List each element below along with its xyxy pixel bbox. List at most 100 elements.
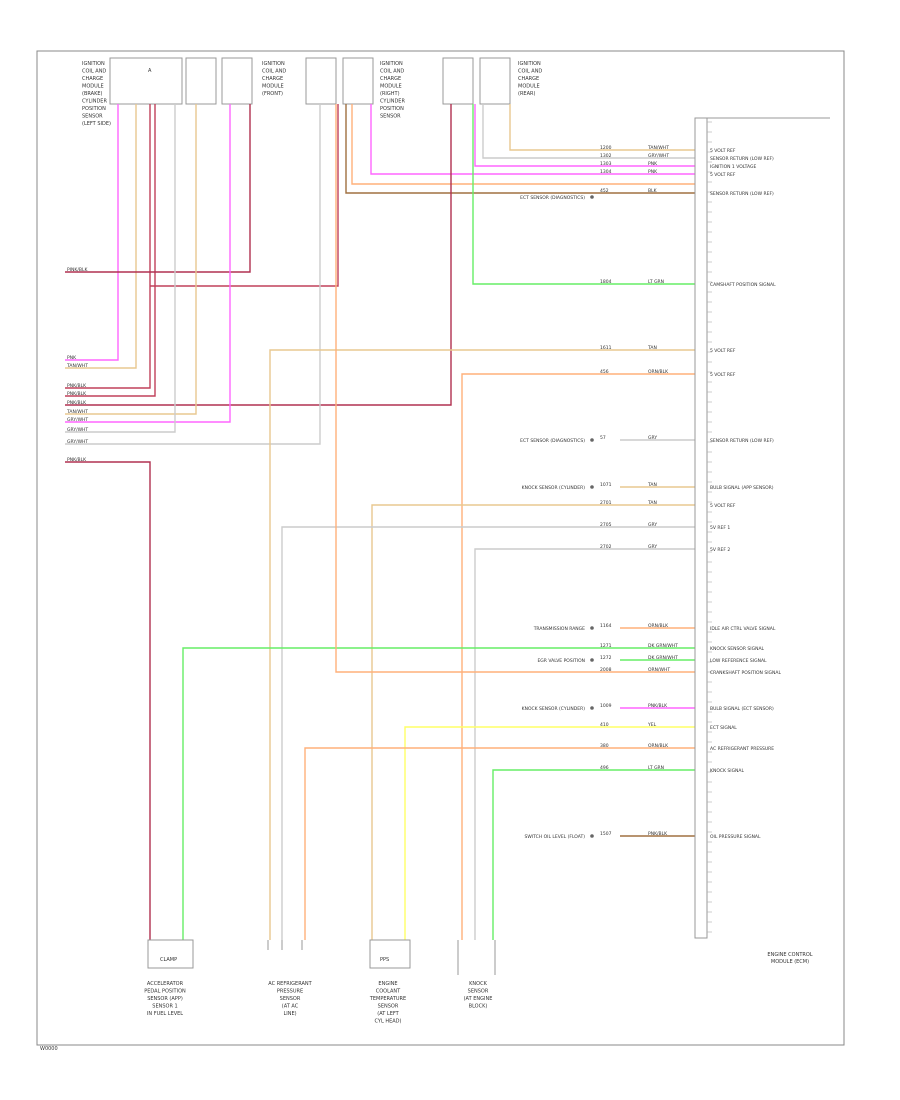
top-component-label-line: (LEFT SIDE): [82, 121, 111, 127]
wire: [472, 104, 695, 285]
left-splice-label: TAN/WHT: [66, 409, 88, 415]
wire-description: SENSOR RETURN (LOW REF): [710, 156, 774, 162]
wire-color-label: GRY/WHT: [648, 153, 669, 159]
wire-circuit-code: 1009: [600, 703, 612, 709]
wire-color-label: LT GRN: [648, 279, 664, 285]
wire: [281, 526, 695, 940]
top-component-c4: [442, 57, 511, 105]
wire-layer: [65, 104, 695, 940]
bottom-component-b1: CLAMP: [147, 939, 194, 969]
splice-dot: [590, 438, 594, 442]
wire-color-label: ORN/WHT: [648, 667, 670, 673]
component-pin-label: A: [148, 68, 152, 74]
top-component-label-line: MODULE: [262, 84, 284, 90]
bottom-component-label-line: SENSOR: [280, 996, 301, 1002]
diagram-frame: [36, 50, 845, 1046]
wire-circuit-code: 1200: [600, 145, 612, 151]
wire-description: BULB SIGNAL (APP SENSOR): [710, 485, 774, 491]
bottom-component-label-line: BLOCK): [469, 1004, 488, 1010]
wire-color-label: ORN/BLK: [648, 743, 669, 749]
bottom-component-label-line: PRESSURE: [277, 989, 303, 995]
splice-note: ECT SENSOR (DIAGNOSTICS): [520, 438, 585, 444]
wire-description: ECT SIGNAL: [710, 725, 737, 731]
wire: [482, 104, 695, 159]
wire-description: 5 VOLT REF: [710, 372, 736, 378]
top-component-c3: [305, 57, 374, 105]
top-component-label-line: CHARGE: [262, 76, 283, 82]
bottom-component-label-line: (AT ENGINE: [464, 996, 493, 1002]
left-splice-label: PNK/BLK: [67, 383, 87, 389]
top-component-label-line: MODULE: [380, 84, 402, 90]
splice-dot: [590, 658, 594, 662]
top-component-label-line: IGNITION: [380, 61, 403, 67]
top-component-label-line: (BRAKE): [82, 91, 103, 97]
bottom-component-label-line: SENSOR: [468, 989, 489, 995]
top-component-label-line: POSITION: [380, 106, 404, 112]
wire: [65, 104, 137, 369]
wire-color-label: YEL: [647, 722, 657, 728]
right-wire-labels: 1200 TAN/WHT 5 VOLT REF 1302 GRY/WHT SENSOR R…: [600, 145, 781, 840]
wire: [335, 104, 695, 673]
splice-note: KNOCK SENSOR (CYLINDER): [522, 706, 586, 712]
wire-circuit-code: 1507: [600, 831, 612, 837]
wire: [370, 104, 695, 175]
wire-circuit-code: 380: [600, 743, 609, 749]
wire: [269, 349, 695, 940]
wire-description: CAMSHAFT POSITION SIGNAL: [710, 282, 776, 288]
footer-code: W0000: [40, 1046, 58, 1052]
wire: [65, 104, 231, 423]
wire-circuit-code: 410: [600, 722, 609, 728]
top-component-label-line: MODULE: [82, 84, 104, 90]
wire: [65, 104, 197, 415]
bottom-component-label-line: SENSOR (APP): [147, 996, 183, 1002]
wire: [509, 104, 695, 151]
bottom-component-label-line: SENSOR: [378, 1004, 399, 1010]
left-splice-label: PNK/BLK: [67, 457, 87, 463]
wire-color-label: PNK: [648, 161, 658, 167]
wire-description: LOW REFERENCE SIGNAL: [710, 658, 767, 664]
bottom-component-label-line: IN FUEL LEVEL: [147, 1011, 183, 1017]
wire-circuit-code: 2702: [600, 544, 612, 550]
splice-dot: [590, 195, 594, 199]
wire-color-label: GRY: [648, 544, 657, 550]
wire: [150, 104, 339, 287]
wire-color-label: DK GRN/WHT: [648, 655, 678, 661]
splice-notes: ECT SENSOR (DIAGNOSTICS)ECT SENSOR (DIAG…: [520, 195, 594, 840]
wire-color-label: PNK: [648, 169, 658, 175]
bottom-component-label-line: (AT LEFT: [377, 1011, 399, 1017]
wire: [371, 504, 695, 940]
top-component-label-line: POSITION: [82, 106, 106, 112]
wire-circuit-code: 1302: [600, 153, 612, 159]
wire: [474, 548, 695, 940]
splice-note: SWITCH OIL LEVEL (FLOAT): [525, 834, 586, 840]
splice-dot: [590, 485, 594, 489]
left-splice-label: GRY/WHT: [67, 439, 88, 445]
wire-description: AC REFRIGERANT PRESSURE: [710, 746, 774, 752]
wire-description: 5 VOLT REF: [710, 503, 736, 509]
wire-color-label: BLK: [648, 188, 658, 194]
bottom-component-b3: PPS: [369, 939, 411, 969]
wire-color-label: LT GRN: [648, 765, 664, 771]
wire-circuit-code: 1164: [600, 623, 612, 629]
wire: [461, 373, 695, 940]
wire-description: KNOCK SENSOR SIGNAL: [710, 646, 765, 652]
bottom-component-label-line: KNOCK: [469, 981, 487, 987]
wire-circuit-code: 1804: [600, 279, 612, 285]
top-component-label-line: CHARGE: [380, 76, 401, 82]
wire-color-label: TAN/WHT: [647, 145, 669, 151]
wire: [351, 104, 695, 185]
wire: [65, 104, 119, 361]
bottom-component-label-line: COOLANT: [376, 989, 401, 995]
splice-note: TRANSMISSION RANGE: [533, 626, 585, 632]
wire: [474, 104, 695, 167]
top-component-label-line: IGNITION: [518, 61, 541, 67]
top-component-label-line: (RIGHT): [380, 91, 400, 97]
splice-dot: [590, 706, 594, 710]
wire: [492, 769, 695, 940]
wire-description: SENSOR RETURN (LOW REF): [710, 438, 774, 444]
module-label-line2: MODULE (ECM): [771, 959, 809, 965]
bottom-component-b4: [457, 940, 496, 975]
top-component-label-line: (FRONT): [262, 91, 283, 97]
